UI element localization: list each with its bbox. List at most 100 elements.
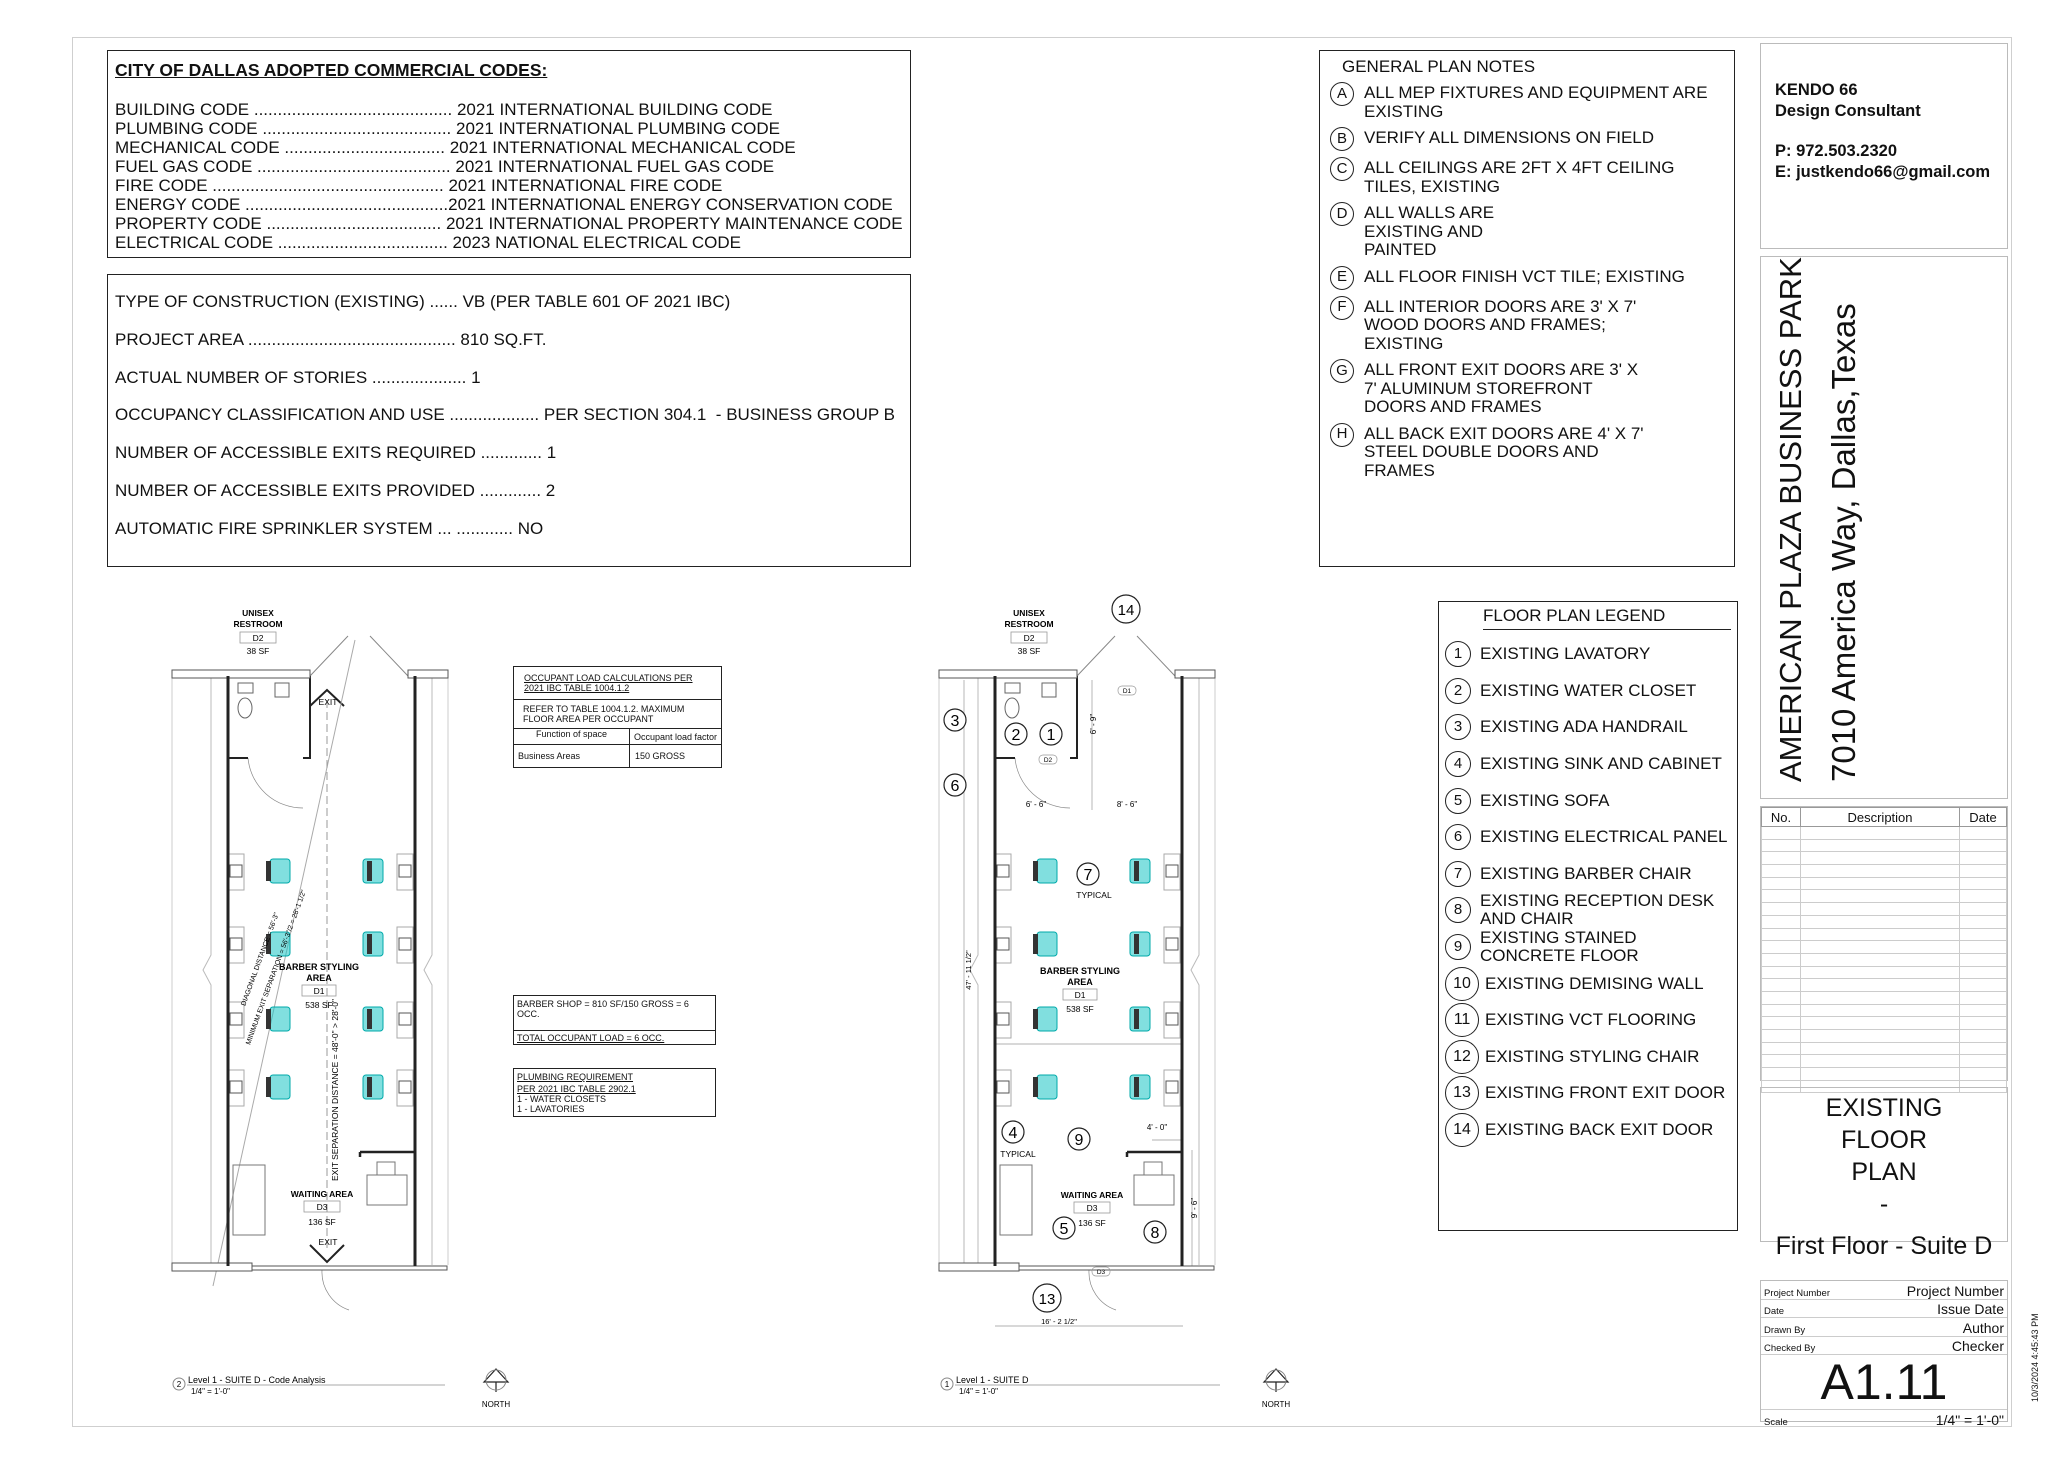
chair-back [266,1009,271,1029]
sink-icon [1165,1012,1179,1026]
callout-number: 4 [1009,1125,1018,1142]
callout-circle [1076,862,1100,886]
info-label: Drawn By [1764,1324,1806,1336]
front-door-swing [1088,1269,1117,1311]
view-number: 1 [945,1380,950,1389]
styling-station [396,1069,414,1107]
back-door-leaves [1076,635,1176,677]
dimension: 6' - 9" [1089,714,1098,735]
legend-key: 6 [1445,824,1471,851]
callout-number: 14 [1118,602,1135,619]
note-key: A [1330,82,1354,106]
company-role: Design Consultant [1775,102,1921,120]
info-row: Drawn By Author [1761,1318,2007,1337]
legend-item-14: 14 EXISTING BACK EXIT DOOR [1445,1112,1731,1149]
note-g: G ALL FRONT EXIT DOORS ARE 3' X 7' ALUMI… [1330,359,1724,417]
legend-item-6: 6 EXISTING ELECTRICAL PANEL [1445,819,1731,856]
notes-title: GENERAL PLAN NOTES [1342,57,1536,76]
legend-text: EXISTING STYLING CHAIR [1485,1046,1700,1066]
note-d: D ALL WALLS ARE EXISTING AND PAINTED [1330,202,1724,260]
callout-number: 2 [1012,727,1021,744]
scale-label: Scale [1764,1416,1788,1428]
note-e: E ALL FLOOR FINISH VCT TILE; EXISTING [1330,265,1724,290]
back-wall [407,669,449,679]
typical-label: TYPICAL [1000,1149,1036,1159]
lavatory-icon [274,682,290,698]
info-label: Date [1764,1306,1785,1318]
styling-name: BARBER STYLING [1040,966,1120,976]
legend-text: EXISTING RECEPTION DESK AND CHAIR [1480,891,1715,929]
code-line: BUILDING CODE ..........................… [115,100,773,119]
restroom-wall [1070,676,1078,759]
construction-line: ACTUAL NUMBER OF STORIES ...............… [115,367,481,387]
email: E: justkendo66@gmail.com [1775,163,1991,181]
view-scale: 1/4" = 1'-0" [959,1387,998,1396]
exit-label-bottom: EXIT [319,1237,338,1247]
styling-chair-icon [1129,1074,1151,1100]
sink-icon [398,864,412,878]
revision-row [1761,1079,2007,1094]
plumbing-ref: PER 2021 IBC TABLE 2902.1 [517,1084,636,1094]
sink-icon [229,937,243,951]
info-value: Issue Date [1937,1301,2004,1318]
legend-key: 2 [1445,677,1471,704]
toilet-tank [1004,682,1021,694]
break-line [202,678,212,1265]
styling-chair-icon [269,858,291,884]
legend-item-11: 11 EXISTING VCT FLOORING [1445,1002,1731,1039]
info-label: Project Number [1764,1287,1830,1299]
callout-number: 7 [1084,867,1093,884]
sheet-title: EXISTING FLOOR PLAN [1825,1094,1943,1186]
note-text: ALL CEILINGS ARE 2FT X 4FT CEILING TILES… [1364,158,1675,196]
styling-chair-icon [362,858,384,884]
note-text: ALL BACK EXIT DOORS ARE 4' X 7' STEEL DO… [1364,423,1644,480]
dimension: 16' - 2 1/2" [1041,1317,1077,1326]
note-a: A ALL MEP FIXTURES AND EQUIPMENT ARE EXI… [1330,82,1724,121]
legend-item-3: 3 EXISTING ADA HANDRAIL [1445,709,1731,746]
toilet-icon [1004,697,1020,719]
revision-row [1761,1067,2007,1081]
callout-number: 6 [951,778,960,795]
dimension: 6' - 6" [1026,800,1047,809]
door-tag: D2 [1044,757,1053,764]
revision-row [1761,914,2007,929]
sink-icon [1165,864,1179,878]
consultant-info: KENDO 66 Design Consultant P: 972.503.23… [1760,43,2008,249]
styling-chair-icon [269,1074,291,1100]
sink-icon [996,864,1010,878]
styling-area: 538 SF [305,1000,332,1010]
sink-icon [229,1080,243,1094]
sink-icon [996,1012,1010,1026]
chair-back [1134,934,1139,954]
styling-name: AREA [306,973,332,983]
construction-info-box: TYPE OF CONSTRUCTION (EXISTING) ...... V… [107,274,911,567]
code-line: FIRE CODE ..............................… [115,176,723,195]
sheet-subtitle: First Floor - Suite D [1775,1232,1993,1260]
note-text: ALL INTERIOR DOORS ARE 3' X 7' WOOD DOOR… [1364,296,1637,353]
info-value: Author [1962,1319,2004,1336]
chair-back [1033,934,1038,954]
reception-chair-icon [1143,1161,1163,1176]
legend-text: EXISTING VCT FLOORING [1485,1010,1697,1030]
legend-key: 12 [1445,1039,1479,1074]
occ-note-1: REFER TO TABLE 1004.1.2. MAXIMUM [523,704,685,714]
note-text: ALL MEP FIXTURES AND EQUIPMENT ARE EXIST… [1364,83,1708,121]
sofa-icon [999,1164,1033,1236]
styling-chair-icon [362,931,384,957]
toilet-tank [237,682,254,694]
styling-chair-icon [1036,1006,1058,1032]
north-arrow-icon [1265,1369,1287,1391]
callout-number: 5 [1060,1221,1069,1238]
restroom-tag: D2 [1024,633,1035,643]
occ-col-factor: Occupant load factor [633,731,718,742]
toilet-icon [237,697,253,719]
styling-chair-icon [1129,931,1151,957]
note-key: G [1330,359,1354,383]
rev-col-no: No. [1761,807,1801,827]
waiting-name: WAITING AREA [291,1189,354,1199]
styling-chair-icon [1036,1074,1058,1100]
reception-chair-icon [376,1161,396,1176]
adopted-codes-box: CITY OF DALLAS ADOPTED COMMERCIAL CODES:… [107,50,911,258]
